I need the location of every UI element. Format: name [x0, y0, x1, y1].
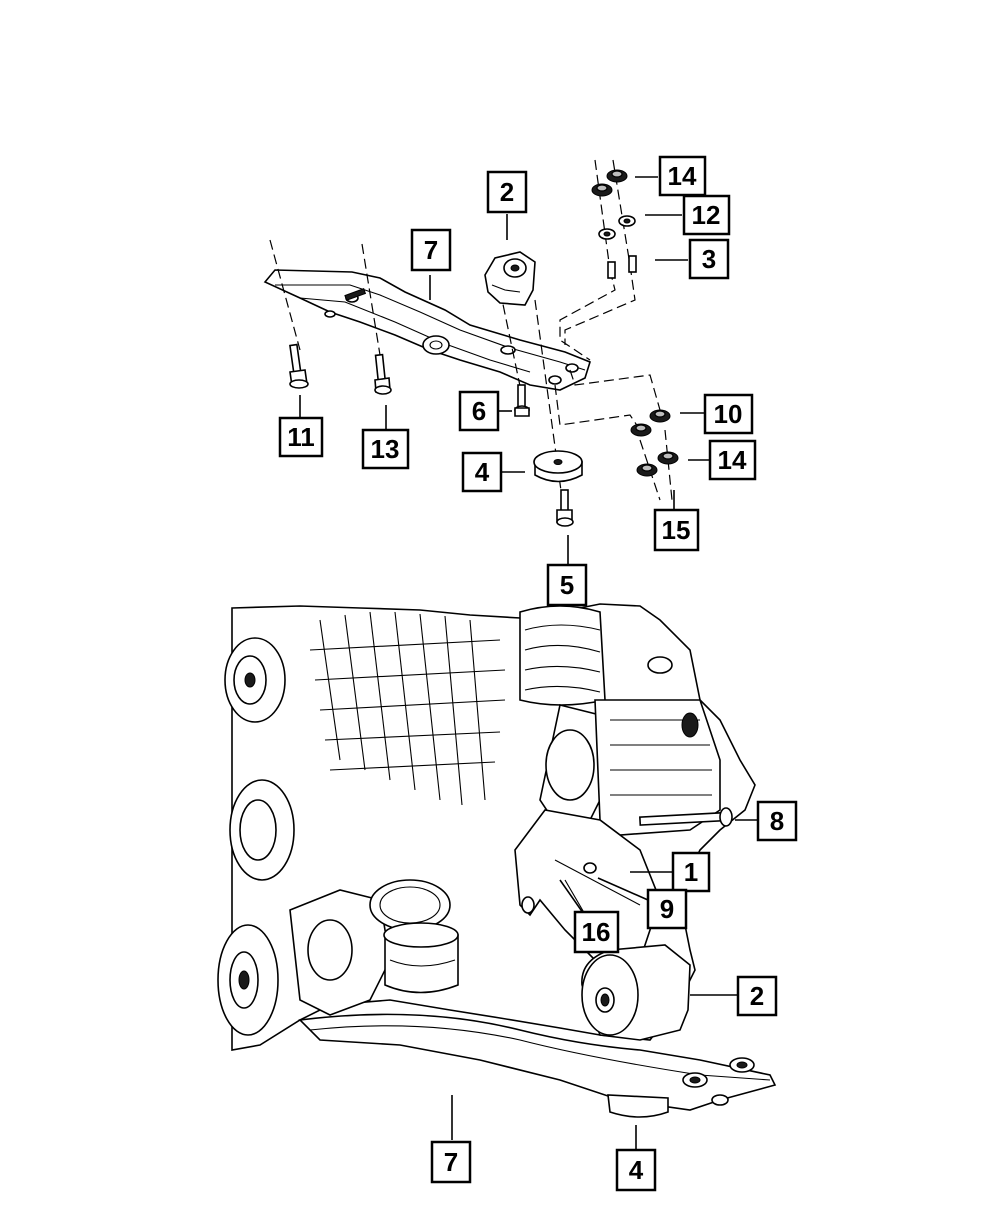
callout-label: 12	[692, 200, 721, 230]
leader-9	[597, 877, 649, 901]
centerline-studs-left	[594, 159, 611, 271]
stud-3-drawing	[607, 255, 637, 279]
lower-mount-2-drawing	[581, 944, 691, 1041]
callout-11: 11	[278, 416, 324, 458]
callout-2-top: 2	[486, 170, 528, 214]
exploded-assembly	[263, 159, 710, 565]
callout-label: 4	[629, 1155, 644, 1185]
intake-hose-drawing	[519, 605, 606, 706]
callout-label: 11	[287, 422, 315, 452]
centerline-5	[534, 299, 566, 521]
bolt-5-drawing	[556, 489, 574, 527]
callout-label: 4	[475, 457, 490, 487]
intake-manifold-drawing	[309, 611, 506, 806]
crossmember-bracket-drawing	[263, 269, 591, 391]
nut-14-top-drawing	[591, 169, 628, 197]
callout-label: 3	[702, 244, 716, 274]
pulley-drawing	[217, 637, 295, 1036]
callout-16: 16	[573, 910, 620, 954]
isolator-4-drawing	[533, 450, 583, 483]
callout-9: 9	[646, 888, 688, 930]
callout-label: 2	[750, 981, 764, 1011]
callout-label: 16	[582, 917, 611, 947]
callout-6: 6	[458, 390, 500, 432]
bolt-8-drawing	[639, 807, 733, 827]
callout-label: 6	[472, 396, 486, 426]
callout-label: 14	[718, 445, 747, 475]
centerline-15b	[664, 429, 673, 501]
callout-label: 8	[770, 806, 784, 836]
callout-5: 5	[546, 563, 588, 607]
callout-label: 5	[560, 570, 574, 600]
callout-12: 12	[682, 194, 731, 236]
callout-2-bot: 2	[736, 975, 778, 1017]
bolt-13-drawing	[374, 353, 392, 395]
centerline-jog-left	[559, 269, 616, 361]
engine-assembly-drawing	[217, 603, 777, 1150]
centerline-6	[499, 289, 526, 411]
callout-label: 7	[424, 235, 438, 265]
lower-isolator-4-drawing	[607, 1094, 669, 1118]
callout-13: 13	[361, 428, 410, 470]
callout-15: 15	[653, 508, 700, 552]
callout-8: 8	[756, 800, 798, 842]
callout-4-top: 4	[461, 451, 503, 493]
bolt-6-drawing	[514, 384, 530, 417]
washer-12-drawing	[598, 215, 636, 240]
nut-14-mid-drawing	[636, 451, 679, 477]
callout-10: 10	[703, 393, 754, 435]
bolt-11-drawing	[289, 343, 309, 389]
callout-label: 2	[500, 177, 514, 207]
oil-filter-drawing	[383, 922, 459, 994]
centerline-11	[269, 239, 301, 351]
callout-3: 3	[688, 238, 730, 280]
centerline-lower-left	[554, 384, 641, 431]
compressor-drawing	[289, 879, 451, 1016]
callout-label: 9	[660, 894, 674, 924]
callout-14-top: 14	[658, 155, 707, 197]
callout-label: 13	[371, 434, 400, 464]
callouts: 2 14 12 3 7 11 13 6	[278, 155, 798, 1192]
callout-label: 14	[668, 161, 697, 191]
centerline-lower-right	[569, 369, 661, 411]
lower-crossmember-drawing	[298, 1013, 777, 1111]
callout-1: 1	[671, 851, 711, 893]
upper-mount-2-drawing	[484, 251, 536, 306]
callout-7-bot: 7	[430, 1140, 472, 1184]
callout-label: 7	[444, 1147, 458, 1177]
callout-label: 10	[714, 399, 743, 429]
callout-14-mid: 14	[708, 439, 757, 481]
callout-label: 15	[662, 515, 691, 545]
callout-4-bot: 4	[615, 1148, 657, 1192]
centerline-13	[361, 243, 381, 356]
callout-7-top: 7	[410, 228, 452, 272]
nut-10-drawing	[630, 409, 671, 437]
centerline-jog-right	[564, 264, 636, 345]
callout-label: 1	[684, 857, 698, 887]
